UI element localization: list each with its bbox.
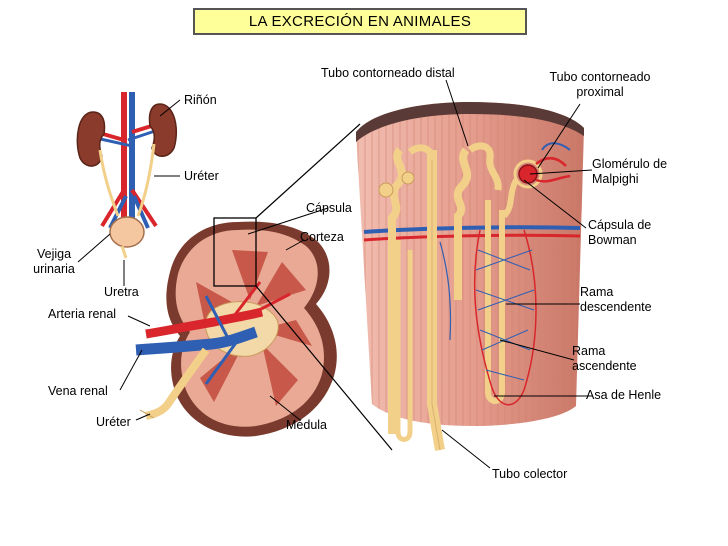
label-vena-renal: Vena renal [48, 384, 108, 398]
zoom-square [213, 217, 257, 287]
loop-of-henle [485, 200, 505, 404]
label-corteza: Corteza [300, 230, 344, 244]
label-rinon: Riñón [184, 93, 217, 107]
renal-vein-large [135, 326, 258, 356]
label-tubo-distal: Tubo contorneado distal [321, 66, 455, 80]
bladder-small [109, 216, 145, 248]
label-vejiga-line1: Vejiga [36, 247, 72, 261]
label-rama-desc-line2: descendente [580, 300, 652, 314]
bowman-capsule [513, 159, 543, 189]
label-rama-ascendente: Rama ascendente [572, 344, 637, 374]
label-capsula-bowman-line1: Cápsula de [588, 218, 652, 232]
label-rama-descendente: Rama descendente [580, 285, 652, 315]
tissue-cap [356, 102, 584, 142]
label-glomerulo-line2: Malpighi [592, 172, 639, 186]
label-tubo-colector: Tubo colector [492, 467, 568, 481]
label-uretra: Uretra [104, 285, 139, 299]
label-glomerulo: Glomérulo de Malpighi [592, 157, 667, 187]
label-rama-asc-line1: Rama [572, 344, 606, 358]
label-capsula-bowman-line2: Bowman [588, 233, 637, 247]
label-rama-asc-line2: ascendente [572, 359, 637, 373]
label-asa-henle: Asa de Henle [586, 388, 662, 402]
label-capsula-bowman: Cápsula de Bowman [588, 218, 651, 248]
label-glomerulo-line1: Glomérulo de [592, 157, 668, 171]
label-arteria-renal: Arteria renal [48, 307, 117, 321]
right-kidney-small [148, 103, 178, 157]
label-tubo-proximal: Tubo contorneado proximal [540, 70, 660, 100]
label-tubo-proximal-line2: proximal [576, 85, 624, 99]
pointer-lines [77, 79, 593, 469]
label-tubo-proximal-line1: Tubo contorneado [549, 70, 651, 84]
kidney-cross-section [135, 217, 337, 437]
urinary-system-small [76, 92, 178, 259]
label-capsula: Cápsula [306, 201, 352, 215]
label-ureter-top: Uréter [184, 169, 219, 183]
label-vejiga-line2: urinaria [33, 262, 75, 276]
label-rama-desc-line1: Rama [580, 285, 614, 299]
ureter-large [145, 347, 210, 420]
nephron-block [356, 102, 584, 451]
label-ureter-bottom: Uréter [96, 415, 131, 429]
label-medula: Médula [286, 418, 327, 432]
label-vejiga: Vejiga urinaria [30, 247, 78, 277]
title: LA EXCRECIÓN EN ANIMALES [248, 13, 472, 30]
title-box: LA EXCRECIÓN EN ANIMALES [193, 8, 527, 35]
